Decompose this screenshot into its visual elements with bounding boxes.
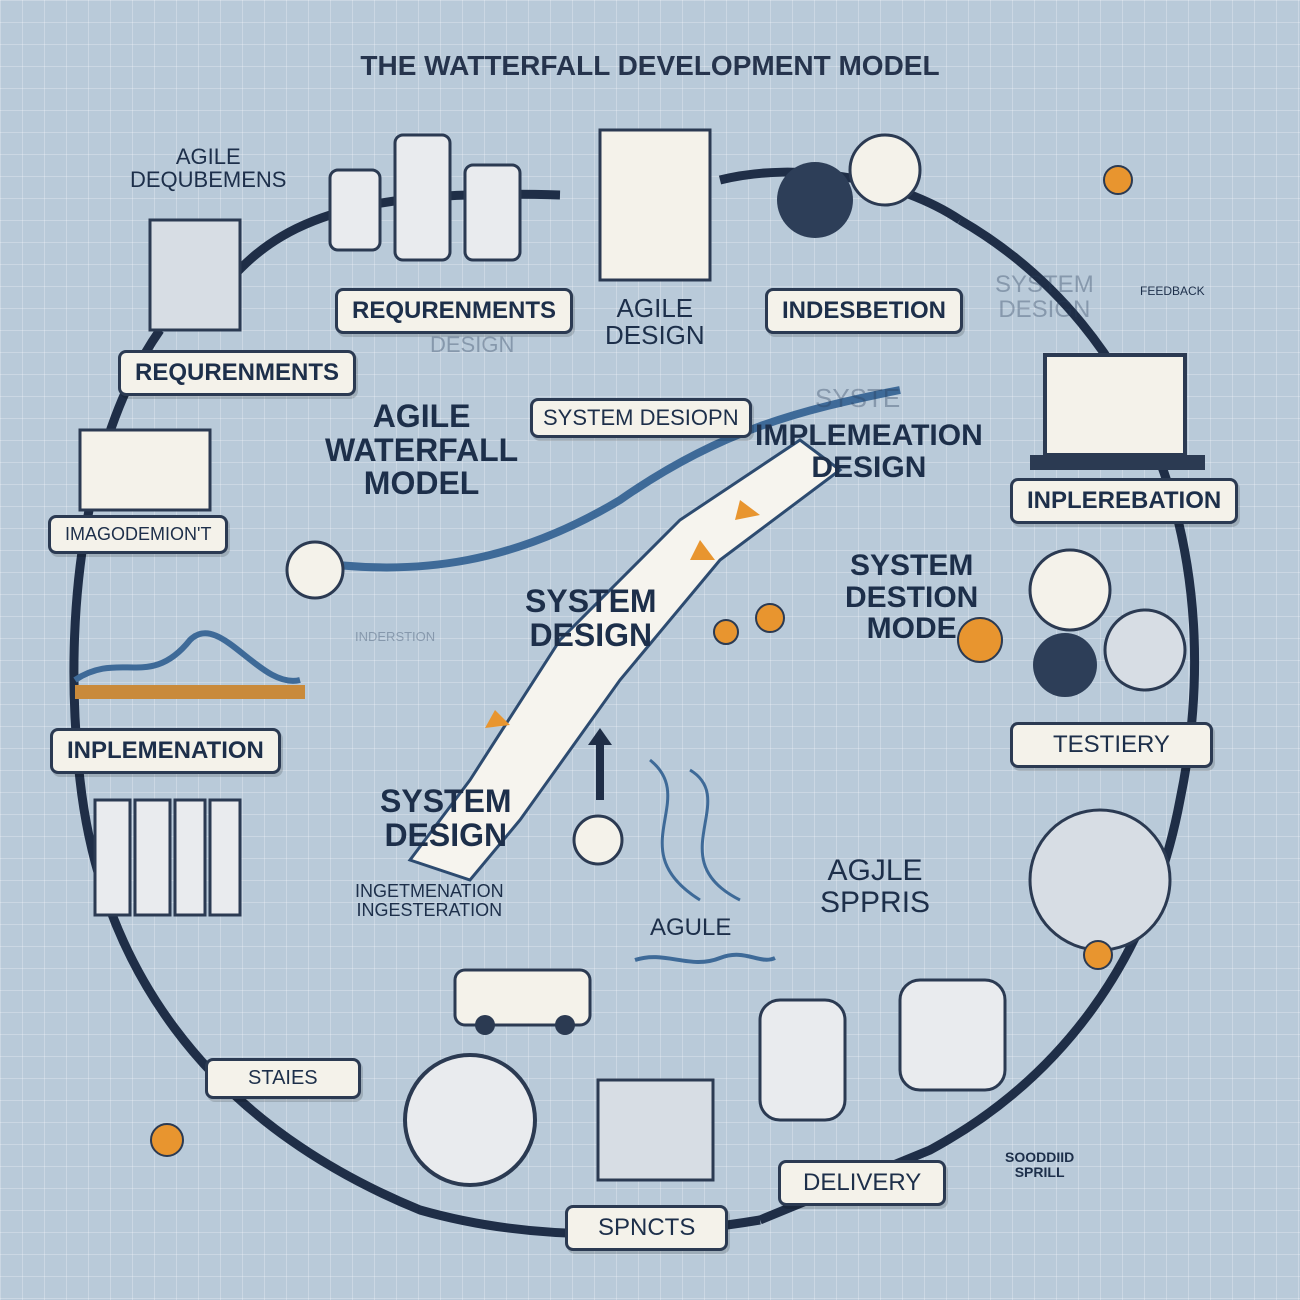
server-rack-icon (93, 798, 242, 917)
label-system-design-faded: SYSTEM DESIGN (995, 271, 1094, 324)
label-agile-reqs: AGILE DEQUBEMENS (130, 144, 287, 193)
box-requirements-top[interactable]: REQURENMENTS (335, 288, 574, 334)
laptop-icon (1043, 353, 1187, 457)
star-icon (690, 540, 715, 560)
page-title: THE WATTERFALL DEVELOPMENT MODEL (360, 50, 940, 81)
document-icon (598, 128, 712, 282)
mountain-chart (73, 630, 301, 684)
gear-icon (1103, 608, 1187, 692)
box-delivery[interactable]: DELIVERY (778, 1160, 947, 1206)
package-icon (596, 1078, 715, 1182)
van-icon (453, 968, 592, 1027)
box-imagodemiont[interactable]: IMAGODEMION'T (48, 515, 229, 554)
gear-icon (848, 133, 922, 207)
box-staies[interactable]: STAIES (205, 1058, 361, 1099)
document-icon (78, 428, 212, 512)
gear-icon (1028, 548, 1112, 632)
wave-icon (649, 758, 741, 902)
box-requirements-left[interactable]: REQURENMENTS (118, 350, 357, 396)
document-icon (148, 218, 242, 332)
globe-icon (1028, 808, 1172, 952)
label-agjle-sppris: AGJLE SPPRIS (820, 854, 931, 919)
star-icon (735, 500, 760, 520)
waterfall-ribbon (407, 438, 843, 882)
label-inderstion: INDERSTION (355, 629, 436, 644)
box-inplemenation[interactable]: INPLEMENATION (50, 728, 281, 774)
label-syste-faded: SYSTE (815, 383, 901, 413)
label-feedback: FEEDBACK (1140, 284, 1205, 298)
cycle-arrow-right (758, 216, 1200, 1225)
laptop-base (1030, 455, 1205, 470)
box-system-design[interactable]: SYSTEM DESIOPN (530, 398, 752, 438)
label-system-design-lower: SYSTEM DESIGN (380, 783, 512, 853)
gear-icon (403, 1053, 537, 1187)
label-ingetmenation: INGETMENATION INGESTERATION (355, 881, 504, 920)
label-implemeation-design: IMPLEMEATION DESIGN (755, 419, 983, 484)
badge-icon (572, 814, 624, 866)
box-testiery[interactable]: TESTIERY (1010, 722, 1213, 768)
label-agile-design: AGILE DESIGN (605, 293, 705, 351)
box-inplerebation[interactable]: INPLEREBATION (1010, 478, 1239, 524)
box-indesbetion[interactable]: INDESBETION (765, 288, 964, 334)
coin-icon (150, 165, 1133, 1157)
database-icon (328, 133, 1007, 1122)
label-system-design-center: SYSTEM DESIGN (525, 583, 657, 653)
gear-icon (1033, 633, 1097, 697)
box-spncts[interactable]: SPNCTS (565, 1205, 729, 1251)
wave-icon (634, 952, 776, 964)
label-design-under: DESIGN (430, 332, 515, 357)
label-agule: AGULE (650, 914, 732, 941)
star-icon (485, 710, 510, 728)
label-agile-waterfall: AGILE WATERFALL MODEL (325, 398, 519, 502)
wave-line (299, 386, 901, 572)
gear-icon (777, 162, 853, 238)
label-system-destion-mode: SYSTEM DESTION MODE (845, 549, 979, 645)
label-sooddiid: SOODDIID SPRILL (1005, 1149, 1075, 1180)
badge-icon (285, 540, 345, 600)
